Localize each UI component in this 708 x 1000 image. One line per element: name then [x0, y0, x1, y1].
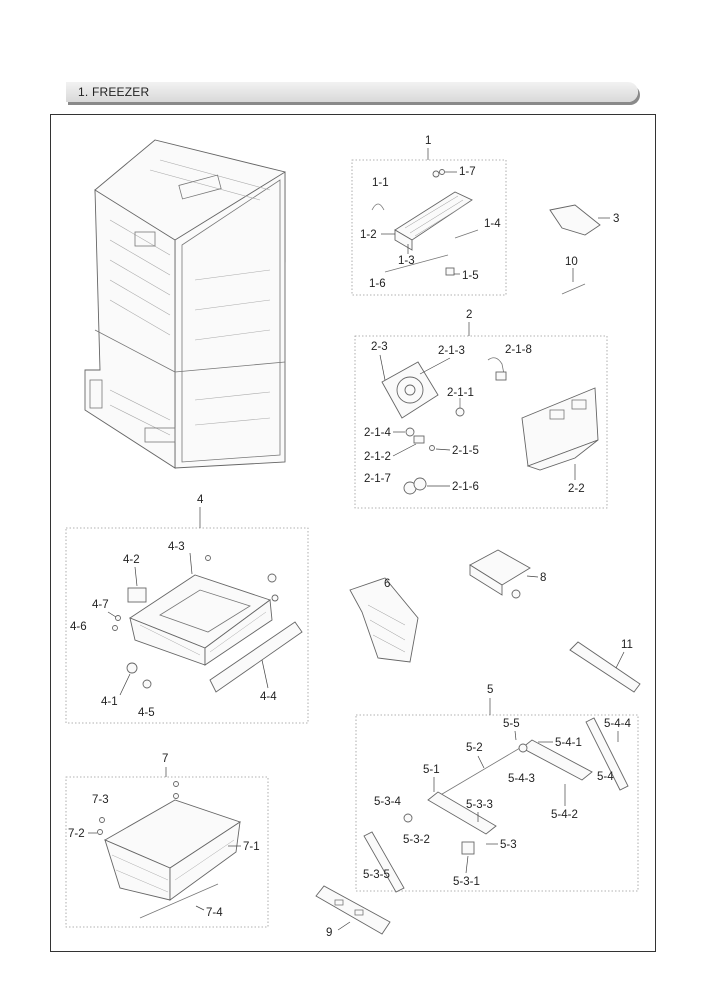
label-2-1-3: 2-1-3 [438, 345, 465, 357]
drawer-assembly [129, 574, 273, 666]
label-10: 10 [565, 256, 578, 268]
section-title: 1. FREEZER [78, 85, 150, 99]
label-3: 3 [613, 213, 619, 225]
group-1-box [351, 159, 507, 296]
label-4-1: 4-1 [101, 696, 118, 708]
label-5-3-4: 5-3-4 [374, 796, 401, 808]
label-2-1-4: 2-1-4 [364, 427, 391, 439]
drawer-front-cover [209, 621, 303, 693]
rod-5-3-5 [363, 831, 405, 893]
label-2-1-1: 2-1-1 [447, 387, 474, 399]
label-2-1-2: 2-1-2 [364, 451, 391, 463]
label-7-1: 7-1 [243, 841, 260, 853]
label-2: 2 [466, 309, 472, 321]
label-1-6: 1-6 [369, 278, 386, 290]
group-4-box [65, 527, 309, 724]
group-5-box [355, 714, 639, 892]
label-5-2: 5-2 [466, 742, 483, 754]
label-1-7: 1-7 [459, 166, 476, 178]
diagram-frame [50, 114, 656, 952]
label-5-4-1: 5-4-1 [555, 737, 582, 749]
label-5-4-3: 5-4-3 [508, 773, 535, 785]
label-7: 7 [162, 753, 168, 765]
label-1-4: 1-4 [484, 218, 501, 230]
slide-rail-5-3 [403, 791, 497, 855]
label-1-1: 1-1 [372, 177, 389, 189]
rail-5-2 [431, 747, 521, 801]
label-5-1: 5-1 [423, 764, 440, 776]
label-2-3: 2-3 [371, 341, 388, 353]
bracket-part-3 [549, 204, 601, 236]
label-2-1-6: 2-1-6 [452, 481, 479, 493]
drawer-label-part [127, 587, 147, 603]
label-7-3: 7-3 [92, 794, 109, 806]
label-7-2: 7-2 [68, 828, 85, 840]
fan-motor-assembly [381, 361, 439, 419]
label-2-1-8: 2-1-8 [505, 344, 532, 356]
label-5-3-2: 5-3-2 [403, 834, 430, 846]
slide-rail-5-4 [518, 739, 593, 781]
rail-part-11 [569, 641, 641, 693]
label-4-4: 4-4 [260, 691, 277, 703]
label-5-4-2: 5-4-2 [551, 809, 578, 821]
label-2-1-7: 2-1-7 [364, 473, 391, 485]
label-7-4: 7-4 [206, 907, 223, 919]
part-9 [315, 885, 391, 935]
label-1-2: 1-2 [360, 229, 377, 241]
label-5-4: 5-4 [597, 771, 614, 783]
fan-cover-panel [521, 387, 599, 471]
shelf-part-6 [349, 577, 419, 663]
wire-harness [487, 357, 505, 375]
basket-part-7-1 [103, 799, 242, 901]
label-4-3: 4-3 [168, 541, 185, 553]
label-5-5: 5-5 [503, 718, 520, 730]
label-4: 4 [197, 494, 204, 506]
label-11: 11 [621, 639, 633, 651]
label-2-1-5: 2-1-5 [452, 445, 479, 457]
label-4-2: 4-2 [123, 554, 140, 566]
label-9: 9 [326, 927, 332, 939]
wire-part [371, 203, 385, 211]
label-4-6: 4-6 [70, 621, 87, 633]
label-5-3-3: 5-3-3 [466, 799, 493, 811]
rod-5-4-4 [585, 717, 629, 791]
label-5-3-5: 5-3-5 [363, 869, 390, 881]
label-5-3-1: 5-3-1 [453, 876, 480, 888]
freezer-cabinet-drawing [84, 139, 286, 469]
label-1: 1 [425, 135, 431, 147]
group-2-box [354, 335, 608, 509]
label-1-3: 1-3 [398, 255, 415, 267]
label-8: 8 [540, 572, 546, 584]
group-7-box [65, 776, 269, 928]
label-4-7: 4-7 [92, 599, 109, 611]
label-2-2: 2-2 [568, 483, 585, 495]
strip-part-7-4 [139, 883, 219, 919]
label-5-3: 5-3 [500, 839, 517, 851]
label-5-4-4: 5-4-4 [604, 718, 631, 730]
part-10 [561, 283, 586, 295]
label-4-5: 4-5 [138, 707, 155, 719]
ice-maker-part-8 [469, 549, 531, 599]
section-header-bar [66, 82, 638, 102]
evaporator-cover [394, 191, 473, 251]
label-1-5: 1-5 [462, 270, 479, 282]
label-6: 6 [384, 578, 390, 590]
label-5: 5 [487, 684, 493, 696]
